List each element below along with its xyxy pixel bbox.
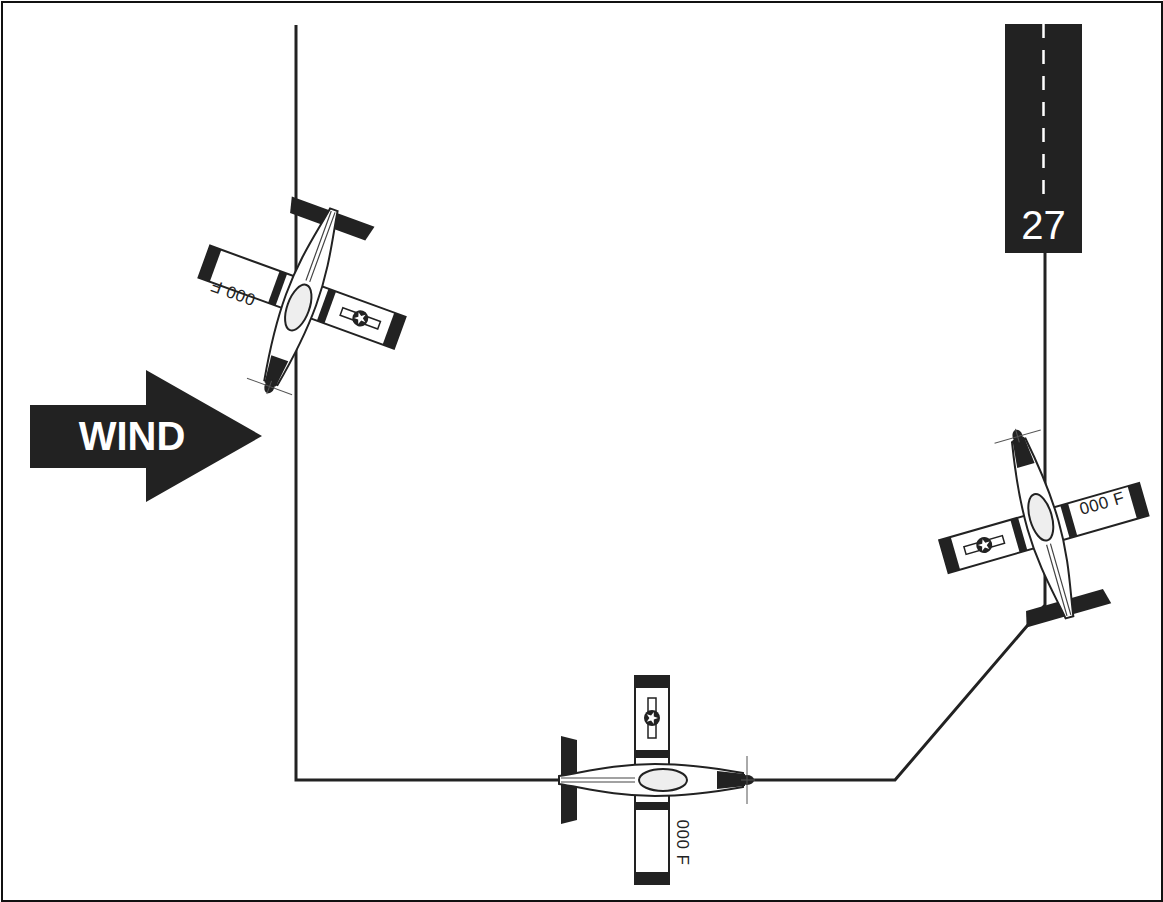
runway-surface (1005, 24, 1082, 253)
wind-label: WIND (79, 416, 186, 456)
wind-arrow: WIND (30, 370, 262, 502)
wing-marking: 000 F (674, 819, 691, 865)
aircraft-base (559, 676, 755, 884)
aircraft-crosswind (169, 174, 431, 429)
runway-centerline (1042, 24, 1045, 196)
runway-number: 27 (1021, 205, 1066, 245)
arrow-shape (30, 370, 262, 502)
runway: 27 (1005, 24, 1082, 253)
aircraft-final (915, 400, 1163, 646)
ground-track (296, 25, 1045, 780)
